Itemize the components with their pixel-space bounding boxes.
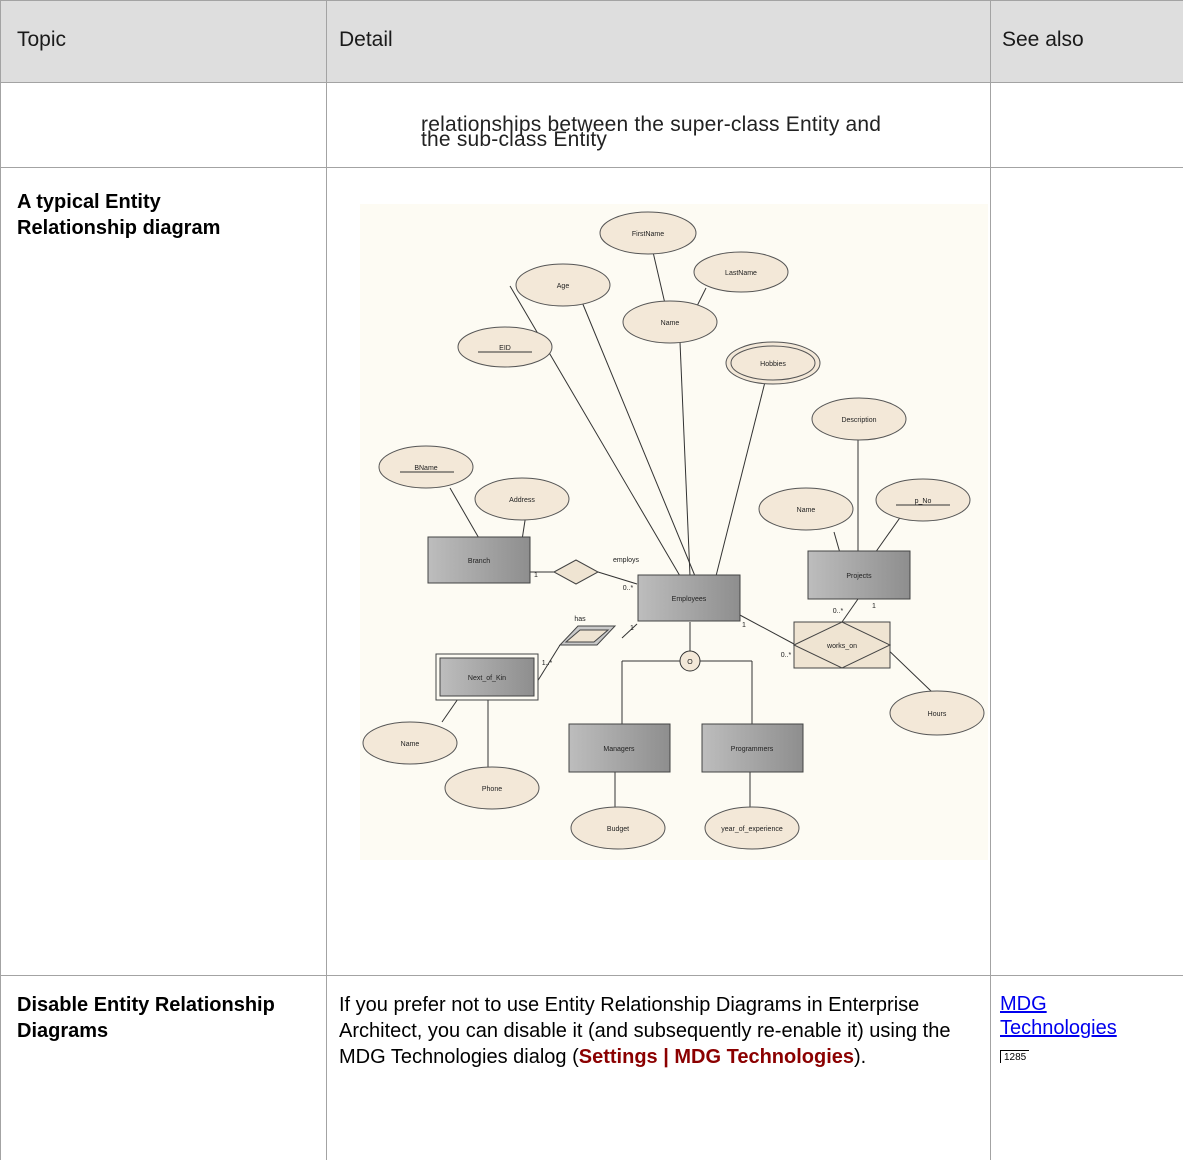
attribute-ellipse (515, 263, 611, 307)
attribute-label: p_No (915, 498, 932, 505)
entity-box (701, 723, 804, 773)
associative-entity-diamond (792, 621, 892, 669)
relationship-label: employs (613, 557, 640, 564)
row-topic-typical-er: A typical Entity Relationship diagram (17, 189, 220, 241)
attribute-ellipse (875, 478, 971, 522)
multiplicity-label: 1 (630, 625, 634, 632)
relationship-label: has (574, 616, 586, 623)
entity-box (568, 723, 671, 773)
divider (990, 0, 991, 1160)
attribute-label: Description (841, 417, 876, 424)
attribute-label: FirstName (632, 231, 664, 238)
table-header (0, 0, 1183, 82)
entity-label: Next_of_Kin (468, 675, 506, 682)
link-line: Technologies (1000, 1017, 1117, 1039)
multiplicity-label: 0..* (781, 652, 792, 659)
divider (326, 0, 327, 1160)
divider (0, 0, 1, 1160)
attribute-ellipse (457, 326, 553, 368)
multiplicity-label: 0..* (623, 585, 634, 592)
topic-line: A typical Entity (17, 191, 161, 213)
link-line: MDG (1000, 993, 1047, 1015)
attribute-label: Name (661, 320, 680, 327)
divider (0, 82, 1183, 83)
relationship-label: works_on (826, 643, 857, 650)
topic-line: Relationship diagram (17, 217, 221, 239)
attribute-label: Hobbies (760, 361, 786, 368)
attribute-ellipse (622, 300, 718, 344)
attribute-ellipse (444, 766, 540, 810)
page-number: 1285 (1004, 1052, 1027, 1063)
attribute-label: BName (414, 465, 437, 472)
header-topic: Topic (17, 28, 67, 51)
attribute-label: year_of_experience (721, 826, 783, 833)
detail-text: ). (854, 1046, 867, 1068)
attribute-ellipse (725, 341, 821, 385)
attribute-label: Age (557, 283, 570, 290)
multiplicity-label: 1..* (542, 660, 553, 667)
weak-entity-box (439, 657, 535, 697)
topic-line: Disable Entity Relationship (17, 994, 275, 1016)
attribute-label: EID (499, 345, 511, 352)
multiplicity-label: 1 (872, 603, 876, 610)
header-see-also: See also (1002, 28, 1084, 51)
entity-label: Employees (672, 596, 707, 603)
attribute-ellipse (378, 445, 474, 489)
attribute-ellipse (889, 690, 985, 736)
entity-label: Programmers (731, 746, 774, 753)
attribute-label: LastName (725, 270, 757, 277)
attribute-label: Phone (482, 786, 502, 793)
entity-box (637, 574, 741, 622)
attribute-ellipse (811, 397, 907, 441)
attribute-ellipse (758, 487, 854, 531)
multiplicity-label: 1 (742, 622, 746, 629)
er-diagram: FirstName LastName Age Name EID Hobbies … (360, 204, 988, 860)
entity-box (807, 550, 911, 600)
attribute-ellipse (599, 211, 697, 255)
multivalued-ellipse-inner (730, 345, 816, 381)
attribute-ellipse (362, 721, 458, 765)
entity-label: Projects (846, 573, 872, 580)
row-detail-disable-er: If you prefer not to use Entity Relation… (339, 992, 979, 1070)
associative-entity-box (793, 621, 891, 669)
page-reference-icon[interactable]: 1285 (1000, 1050, 1030, 1063)
divider (0, 975, 1183, 976)
entity-label: Managers (603, 746, 635, 753)
row-topic-disable-er: Disable Entity Relationship Diagrams (17, 992, 275, 1044)
multiplicity-label: 1 (534, 572, 538, 579)
continuation-line-1: relationships between the super-class En… (421, 113, 882, 136)
menu-path: Settings | MDG Technologies (578, 1046, 855, 1068)
attribute-ellipse (570, 806, 666, 850)
detail-text: If you prefer not to use Entity Relation… (339, 994, 951, 1068)
header-detail: Detail (339, 28, 393, 51)
multiplicity-label: 0..* (833, 608, 844, 615)
attribute-label: Name (401, 741, 420, 748)
relationship-diamond (552, 559, 600, 585)
topic-line: Diagrams (17, 1020, 109, 1042)
attribute-label: Hours (928, 711, 947, 718)
attribute-label: Budget (607, 826, 629, 833)
divider (0, 0, 1183, 1)
identifying-relationship-inner (564, 629, 610, 643)
attribute-ellipse (474, 477, 570, 521)
specialization-circle (679, 650, 701, 672)
specialization-label: O (687, 659, 693, 666)
attribute-ellipse (693, 251, 789, 293)
attribute-label: Address (509, 497, 535, 504)
attribute-label: Name (797, 507, 816, 514)
attribute-ellipse (704, 806, 800, 850)
divider (0, 167, 1183, 168)
entity-label: Branch (468, 558, 490, 565)
continuation-line-2-text: the sub-class Entity (421, 128, 608, 151)
entity-box (427, 536, 531, 584)
